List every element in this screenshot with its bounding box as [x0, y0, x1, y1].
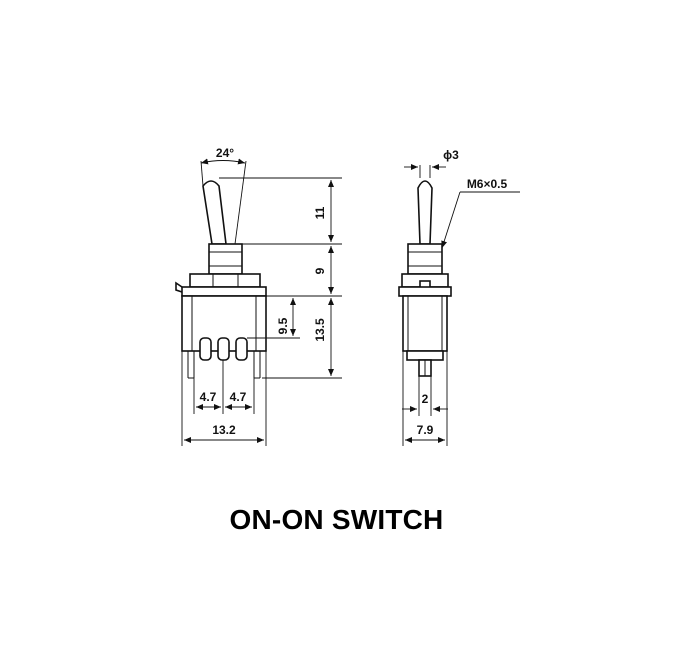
front-washer: [181, 286, 267, 297]
dim-lever-height: 11: [313, 206, 327, 219]
dim-body-width: 13.2: [212, 423, 236, 437]
dim-body-height: 13.5: [313, 318, 327, 342]
dim-bushing-height: 9: [313, 267, 327, 274]
caption-title: ON-ON SWITCH: [229, 504, 444, 535]
angle-line-left: [200, 160, 204, 187]
front-bushing: [208, 243, 243, 275]
front-nut: [189, 273, 261, 288]
dim-thread: M6×0.5: [467, 177, 508, 191]
front-terminals: [187, 337, 261, 379]
dim-pitch-right: 4.7: [230, 390, 247, 404]
side-view: ϕ3 M6×0.5 2 7.9: [398, 148, 520, 446]
dim-terminal-height: 9.5: [276, 317, 290, 334]
side-bushing: [407, 243, 443, 275]
dim-lever-diameter: ϕ3: [443, 148, 459, 162]
dim-angle: 24°: [216, 146, 234, 160]
side-body: [402, 295, 448, 352]
side-washer: [398, 286, 452, 297]
dim-pitch-left: 4.7: [200, 390, 217, 404]
dim-body-depth: 7.9: [417, 423, 434, 437]
front-lever: [202, 180, 227, 245]
side-lever: [417, 180, 433, 245]
angle-arc: [200, 158, 246, 165]
front-view: 11 9 13.5 9.5 24° 4.7 4.7 13.2: [175, 146, 342, 446]
dim-terminal-width: 2: [422, 392, 429, 406]
side-base: [406, 350, 444, 361]
angle-line-right: [234, 160, 247, 245]
